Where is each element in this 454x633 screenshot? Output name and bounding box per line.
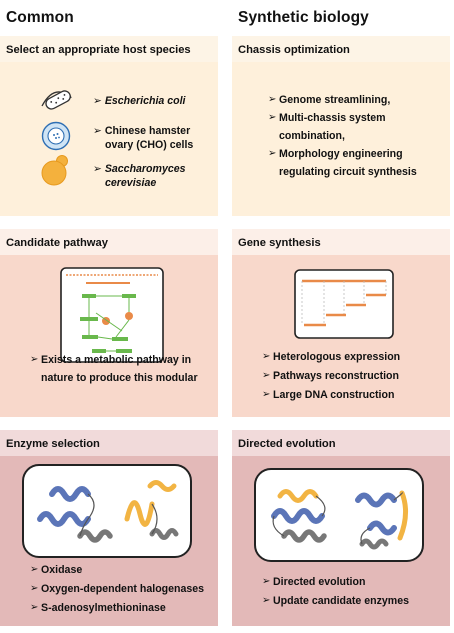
arrow-bullet-icon: ➢: [268, 148, 277, 159]
list-item-text: Update candidate enzymes: [273, 594, 409, 607]
list-item-text: Directed evolution: [273, 576, 366, 588]
list-item: ➢Heterologous expression: [262, 348, 400, 367]
host-arrow: ➢: [93, 95, 105, 107]
panel-title: Directed evolution: [238, 438, 336, 450]
panel-title: Enzyme selection: [6, 438, 100, 450]
panel-header: [232, 36, 450, 62]
host-label-cho: ➢ Chinese hamster ovary (CHO) cells: [93, 125, 193, 153]
list-item-text: nature to produce this modular: [41, 372, 198, 384]
list-item-text: Heterologous expression: [273, 351, 401, 363]
list-item: ➢Directed evolution: [262, 573, 409, 592]
directed-evolution-panel: Directed evolution ➢Directed evolution ➢…: [232, 430, 450, 626]
list-item-text: S-adenosylmethioninase: [41, 601, 166, 614]
list-item: ➢Multi-chassis system: [268, 109, 417, 127]
host-label-ecoli: ➢ Escherichia coli: [93, 95, 186, 109]
host-label-yeast: ➢ Saccharomyces cerevisiae: [93, 163, 186, 191]
candidate-pathway-panel: Candidate pathway ➢Exists a metabolic pa…: [0, 229, 218, 417]
gene-synthesis-panel: Gene synthesis ➢Heterologous expression …: [232, 229, 450, 417]
arrow-bullet-icon: ➢: [262, 576, 271, 587]
pathway-bullet-list: ➢Exists a metabolic pathway in nature to…: [30, 351, 198, 387]
panel-header: [232, 430, 450, 456]
arrow-bullet-icon: ➢: [268, 112, 277, 123]
panel-header: [0, 229, 218, 255]
left-column-title: Common: [6, 9, 74, 26]
host-name-line2: cerevisiae: [105, 176, 157, 189]
gene-bullet-list: ➢Heterologous expression ➢Pathways recon…: [262, 348, 400, 405]
panel-title: Gene synthesis: [238, 237, 321, 249]
cho-cell-icon: [41, 121, 71, 151]
list-item: ➢Pathways reconstruction: [262, 367, 400, 386]
evolved-enzyme-illustration: [254, 468, 424, 562]
list-item: ➢Genome streamlining,: [268, 91, 417, 109]
list-item-text: combination,: [279, 130, 345, 142]
list-item-continuation: combination,: [268, 127, 417, 145]
host-name: Escherichia coli: [104, 95, 186, 107]
list-item-continuation: nature to produce this modular: [30, 369, 198, 387]
right-column-title: Synthetic biology: [238, 9, 369, 26]
list-item: ➢S-adenosylmethioninase: [30, 599, 204, 618]
panel-title: Candidate pathway: [6, 237, 108, 249]
host-name-line2: ovary (CHO) cells: [105, 138, 194, 151]
arrow-bullet-icon: ➢: [30, 601, 39, 613]
list-item: ➢Exists a metabolic pathway in: [30, 351, 198, 369]
gene-assembly-diagram: [294, 269, 394, 339]
list-item: ➢Morphology engineering: [268, 145, 417, 163]
panel-header: [232, 229, 450, 255]
panel-title: Chassis optimization: [238, 44, 350, 56]
arrow-bullet-icon: ➢: [30, 564, 39, 575]
bacterium-icon: [41, 90, 72, 110]
host-arrow: ➢: [93, 163, 105, 175]
list-item-text: regulating circuit synthesis: [279, 166, 417, 178]
arrow-bullet-icon: ➢: [262, 369, 271, 381]
chassis-optimization-panel: Chassis optimization ➢Genome streamlinin…: [232, 36, 450, 216]
yeast-icon: [41, 155, 68, 186]
list-item-text: Oxidase: [41, 564, 83, 576]
arrow-bullet-icon: ➢: [262, 388, 271, 400]
list-item-text: Multi-chassis system: [279, 112, 386, 124]
list-item-text: Genome streamlining,: [279, 94, 391, 106]
host-name: Chinese hamster: [104, 125, 191, 137]
list-item-text: Exists a metabolic pathway in: [41, 354, 192, 366]
host-species-panel: Select an appropriate host species ➢ Esc…: [0, 36, 218, 216]
list-item-text: Pathways reconstruction: [273, 369, 399, 382]
panel-header: [0, 36, 218, 62]
list-item: ➢Oxygen-dependent halogenases: [30, 580, 204, 599]
arrow-bullet-icon: ➢: [262, 351, 271, 362]
arrow-bullet-icon: ➢: [30, 354, 39, 365]
host-name: Saccharomyces: [104, 163, 186, 175]
metabolic-pathway-diagram: [60, 267, 164, 363]
list-item-text: Morphology engineering: [279, 148, 403, 160]
list-item-continuation: regulating circuit synthesis: [268, 163, 417, 181]
list-item-text: Large DNA construction: [273, 388, 395, 401]
list-item: ➢Oxidase: [30, 561, 204, 580]
evolution-bullet-list: ➢Directed evolution ➢Update candidate en…: [262, 573, 409, 611]
arrow-bullet-icon: ➢: [30, 582, 39, 594]
chassis-bullet-list: ➢Genome streamlining, ➢Multi-chassis sys…: [268, 91, 417, 181]
arrow-bullet-icon: ➢: [262, 594, 271, 606]
panel-header: [0, 430, 218, 456]
enzyme-selection-panel: Enzyme selection ➢Oxidase ➢Oxygen-depend…: [0, 430, 218, 626]
list-item-text: Oxygen-dependent halogenases: [41, 582, 205, 595]
list-item: ➢Update candidate enzymes: [262, 592, 409, 611]
arrow-bullet-icon: ➢: [268, 94, 277, 105]
panel-title: Select an appropriate host species: [6, 44, 191, 56]
host-arrow: ➢: [93, 125, 105, 137]
enzyme-structure-illustration: [22, 464, 192, 558]
list-item: ➢Large DNA construction: [262, 386, 400, 405]
enzyme-bullet-list: ➢Oxidase ➢Oxygen-dependent halogenases ➢…: [30, 561, 204, 618]
